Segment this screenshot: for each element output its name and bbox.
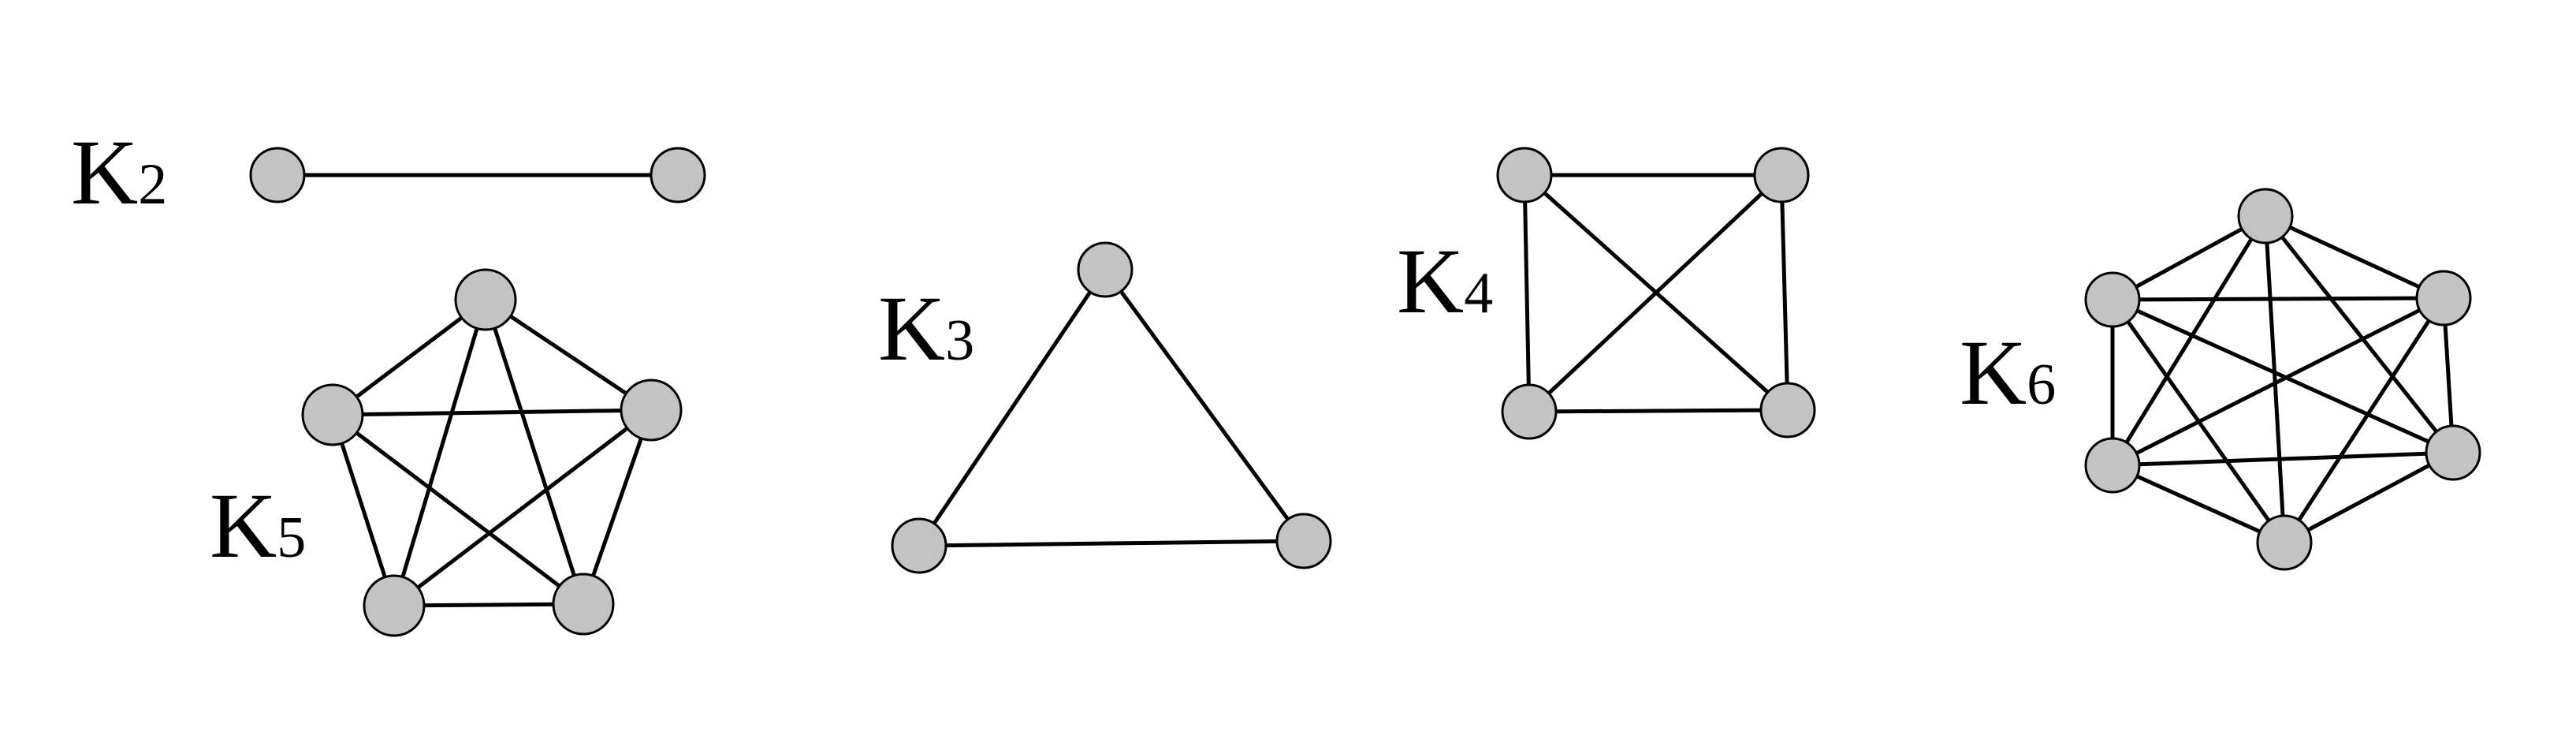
k5-vertex-4 (552, 573, 615, 636)
label-k3-letter: K (878, 277, 945, 380)
k3-edge-0-1 (917, 267, 1107, 548)
k6-edge-0-5 (2263, 214, 2287, 545)
k5-edge-1-3 (330, 412, 396, 608)
k2-vertex-0 (249, 147, 306, 203)
k5-edge-0-2 (483, 297, 653, 412)
graph-k6 (2084, 188, 2481, 571)
label-k3-subscript: 3 (945, 308, 974, 373)
k6-edge-1-2 (2110, 296, 2446, 302)
k5-edge-3-4 (392, 602, 586, 608)
label-k3: K3 (878, 277, 974, 380)
k2-vertex-1 (650, 147, 706, 203)
k6-edge-0-1 (2110, 214, 2268, 302)
k6-edge-3-5 (2110, 463, 2287, 545)
k4-vertex-0 (1496, 147, 1553, 203)
k4-edge-1-2 (1527, 173, 1784, 414)
k6-edge-3-4 (2110, 450, 2455, 468)
label-k5-letter: K (210, 474, 277, 577)
label-k4: K4 (1397, 229, 1493, 333)
k5-edge-1-2 (330, 408, 653, 417)
k5-vertex-0 (454, 268, 517, 331)
k5-edge-2-3 (392, 408, 653, 608)
k3-edge-1-2 (917, 539, 1306, 548)
k6-vertex-2 (2415, 270, 2472, 326)
label-k4-subscript: 4 (1464, 261, 1493, 326)
k6-edge-0-4 (2263, 214, 2455, 455)
k4-edge-0-2 (1522, 173, 1532, 414)
k4-edge-1-3 (1779, 173, 1790, 412)
label-k4-letter: K (1397, 229, 1464, 333)
k6-edge-4-5 (2282, 450, 2455, 545)
k5-edge-0-1 (330, 297, 488, 417)
label-k2-letter: K (71, 121, 138, 224)
label-k5: K5 (210, 474, 306, 577)
label-k6: K6 (1960, 321, 2056, 424)
k5-edge-2-4 (581, 408, 653, 606)
k6-edge-1-4 (2110, 297, 2455, 455)
k5-vertex-3 (363, 574, 426, 637)
k3-vertex-0 (1077, 241, 1134, 298)
graph-k4 (1496, 147, 1816, 440)
graph-k3 (891, 241, 1332, 574)
k4-vertex-3 (1759, 382, 1816, 438)
k3-vertex-1 (891, 517, 947, 574)
graph-k2 (249, 147, 706, 203)
k6-edge-0-3 (2110, 214, 2268, 468)
k6-vertex-5 (2256, 514, 2313, 571)
k6-edge-2-5 (2282, 296, 2446, 545)
k6-vertex-0 (2237, 188, 2294, 244)
graph-k5 (301, 268, 683, 637)
k3-vertex-2 (1275, 513, 1332, 569)
k5-edge-1-4 (330, 412, 586, 606)
graph-drawings (249, 147, 2481, 637)
k6-vertex-3 (2084, 437, 2141, 494)
label-k5-subscript: 5 (277, 506, 306, 570)
k5-edge-0-3 (392, 297, 488, 608)
k5-vertex-2 (620, 379, 683, 442)
k5-edge-0-4 (483, 297, 586, 606)
k6-vertex-1 (2084, 271, 2141, 328)
k5-vertex-1 (301, 383, 364, 446)
k4-vertex-1 (1753, 147, 1810, 203)
k6-vertex-4 (2425, 424, 2481, 481)
label-k2-subscript: 2 (138, 152, 167, 217)
k4-edge-2-3 (1527, 408, 1790, 414)
k3-edge-0-2 (1103, 267, 1306, 543)
label-k6-letter: K (1960, 321, 2027, 424)
k6-edge-2-3 (2110, 296, 2446, 468)
k6-edge-0-2 (2263, 214, 2446, 300)
label-k2: K2 (71, 121, 167, 224)
label-k6-subscript: 6 (2027, 353, 2056, 417)
k4-vertex-2 (1501, 383, 1558, 440)
